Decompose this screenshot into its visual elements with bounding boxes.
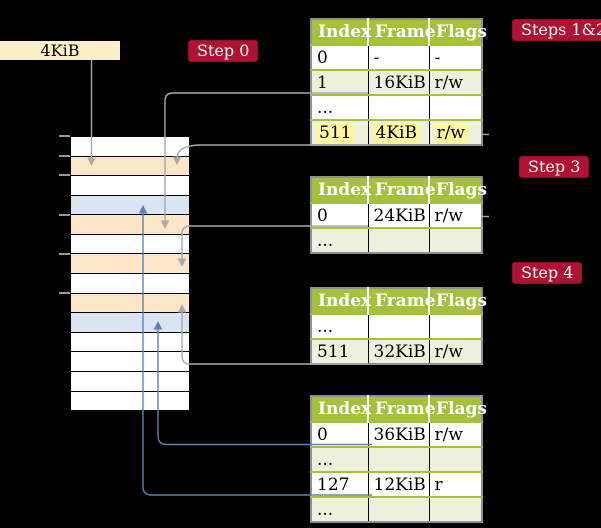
page-table-level4: Index Frame Flags 0 - - 1 16KiB r/w ... …: [310, 18, 487, 146]
cell-index: 511: [311, 338, 368, 364]
cell-flags: [428, 496, 482, 522]
cell-index: 0: [311, 421, 368, 447]
table-row: 0 24KiB r/w: [311, 202, 482, 228]
column-header-flags: Flags: [428, 19, 487, 45]
highlight: r/w: [434, 122, 468, 144]
memory-row: [71, 332, 189, 353]
cell-flags: [428, 94, 482, 120]
cell-frame: [367, 313, 429, 339]
cell-frame: 36KiB: [367, 421, 429, 447]
table-row-recursive-entry: 511 4KiB r/w: [311, 119, 482, 145]
cr3-frame-label: 4KiB: [40, 41, 80, 60]
memory-tick: [59, 155, 70, 157]
memory-tick: [59, 174, 70, 176]
arrow-l4-recursive-entry: [176, 144, 368, 158]
column-header-index: Index: [311, 396, 371, 422]
cell-index: 0: [311, 202, 368, 228]
cell-index: ...: [311, 446, 368, 472]
table-header-row: Index Frame Flags: [311, 396, 487, 422]
cell-flags: [428, 446, 482, 472]
cell-frame: 16KiB: [367, 69, 429, 95]
table-row: 0 - -: [311, 44, 482, 70]
memory-row: [71, 274, 189, 294]
cell-frame: [367, 496, 429, 522]
column-header-frame: Frame: [367, 19, 436, 45]
column-header-index: Index: [311, 177, 371, 203]
cell-flags: r/w: [428, 69, 482, 95]
table-row: ...: [311, 496, 482, 522]
table-row: ...: [311, 446, 482, 472]
cell-flags: r/w: [428, 338, 482, 364]
cell-flags: -: [428, 44, 482, 70]
table-header-row: Index Frame Flags: [311, 19, 487, 45]
memory-row: [71, 215, 189, 235]
column-header-index: Index: [311, 288, 371, 314]
step-4-badge: Step 4: [512, 262, 583, 284]
cell-frame: 24KiB: [367, 202, 429, 228]
memory-row: [71, 176, 189, 196]
cell-flags: r/w: [428, 202, 482, 228]
table-row: 127 12KiB r: [311, 471, 482, 497]
column-header-frame: Frame: [367, 396, 436, 422]
table-row: 1 16KiB r/w: [311, 69, 482, 95]
memory-row: [71, 352, 189, 372]
table-row: ...: [311, 313, 482, 339]
cell-frame: [367, 227, 429, 253]
column-header-flags: Flags: [428, 288, 487, 314]
page-table-level3: Index Frame Flags 0 24KiB r/w ...: [310, 176, 487, 254]
memory-row: [71, 156, 189, 177]
cr3-frame-box: 4KiB: [0, 41, 120, 60]
memory-tick: [59, 253, 70, 255]
cell-index: ...: [311, 313, 368, 339]
memory-row: [71, 234, 189, 255]
memory-tick: [59, 135, 70, 137]
cell-index: 127: [311, 471, 368, 497]
physical-memory-column: [70, 136, 190, 411]
cell-flags: r/w: [428, 421, 482, 447]
column-header-flags: Flags: [428, 396, 487, 422]
table-row: 0 36KiB r/w: [311, 421, 482, 447]
memory-row: [71, 293, 189, 314]
cell-index: 0: [311, 44, 368, 70]
cell-index: ...: [311, 94, 368, 120]
highlight: 4KiB: [373, 122, 420, 144]
cell-index: 511: [311, 119, 368, 145]
cell-index: 1: [311, 69, 368, 95]
cell-frame: [367, 446, 429, 472]
column-header-frame: Frame: [367, 288, 436, 314]
column-header-flags: Flags: [428, 177, 487, 203]
cell-frame: 32KiB: [367, 338, 429, 364]
cell-index: ...: [311, 496, 368, 522]
cell-flags: [428, 313, 482, 339]
column-header-frame: Frame: [367, 177, 436, 203]
memory-row: [71, 254, 189, 275]
memory-row: [71, 137, 189, 157]
page-table-level2: Index Frame Flags ... 511 32KiB r/w: [310, 287, 487, 365]
memory-row: [71, 313, 189, 333]
cell-frame: 12KiB: [367, 471, 429, 497]
column-header-index: Index: [311, 19, 371, 45]
memory-row: [71, 371, 189, 392]
memory-row: [71, 195, 189, 216]
highlight: 511: [317, 122, 355, 144]
table-row: 511 32KiB r/w: [311, 338, 482, 364]
memory-tick: [59, 292, 70, 294]
table-row: ...: [311, 227, 482, 253]
table-header-row: Index Frame Flags: [311, 177, 487, 203]
steps-1-2-badge: Steps 1&2: [512, 19, 601, 41]
cell-flags: [428, 227, 482, 253]
table-header-row: Index Frame Flags: [311, 288, 487, 314]
cell-frame: [367, 94, 429, 120]
cell-frame: -: [367, 44, 429, 70]
page-table-level1: Index Frame Flags 0 36KiB r/w ... 127 12…: [310, 395, 487, 523]
step-0-badge: Step 0: [188, 40, 259, 62]
cell-flags: r/w: [428, 119, 482, 145]
memory-row: [71, 391, 189, 411]
table-row: ...: [311, 94, 482, 120]
cell-index: ...: [311, 227, 368, 253]
memory-tick: [59, 214, 70, 216]
cell-frame: 4KiB: [367, 119, 429, 145]
cell-flags: r: [428, 471, 482, 497]
step-3-badge: Step 3: [519, 156, 590, 178]
